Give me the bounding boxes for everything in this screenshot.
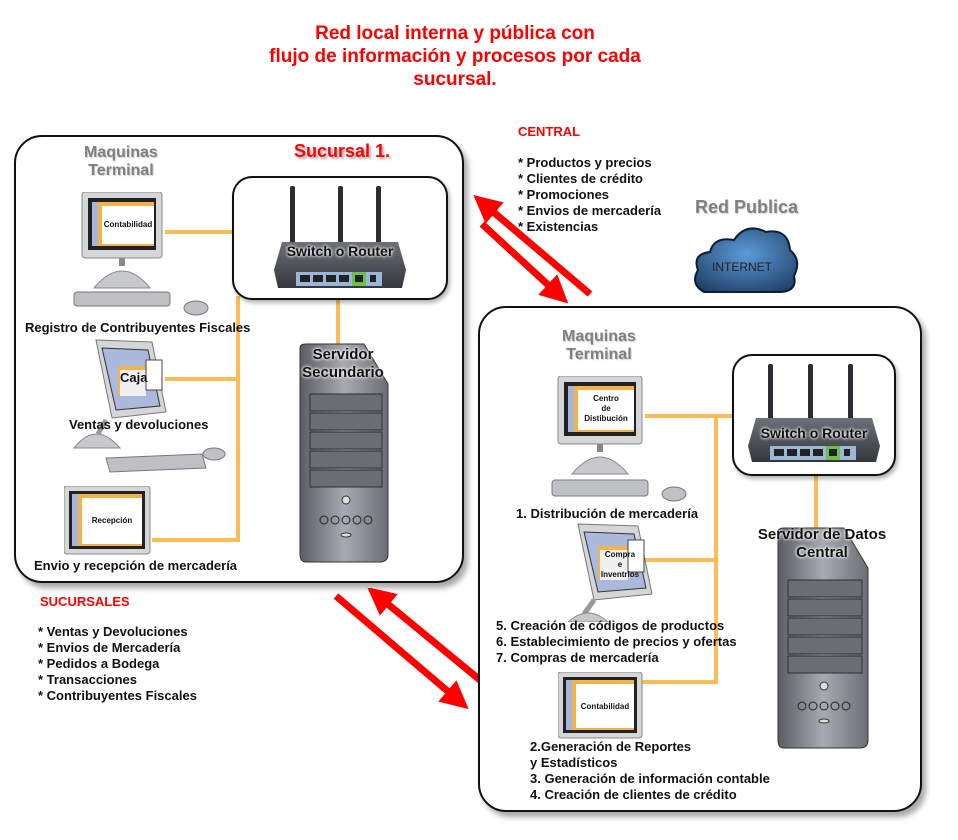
- screen-label: Contabilidad: [103, 220, 153, 229]
- flow-item: * Pedidos a Bodega: [38, 656, 160, 671]
- branch-title: Sucursal 1.: [294, 141, 391, 161]
- wire: [165, 230, 233, 234]
- central-terminal-contabilidad[interactable]: Contabilidad: [557, 671, 648, 742]
- arrow-to-branch: [473, 194, 593, 297]
- title-line-1: Red local interna y pública con: [315, 23, 595, 44]
- central-data-server[interactable]: Servidor de Datos Central: [758, 526, 886, 750]
- terminal-caption: 2.Generación de Reportes: [530, 739, 692, 754]
- terminal-caption: 7. Compras de mercadería: [496, 650, 659, 665]
- title-line-2: flujo de información y procesos por cada: [269, 46, 641, 67]
- secondary-server[interactable]: Servidor Secundario: [296, 342, 390, 564]
- heading-line: Terminal: [88, 162, 154, 179]
- central-terminal-compras[interactable]: Compra e Inventrios: [566, 522, 668, 623]
- server-tower-icon: [777, 527, 869, 749]
- central-flow-list: * Productos y precios * Clientes de créd…: [518, 155, 661, 235]
- label-line: Central: [796, 544, 848, 561]
- screen-label: Caja: [120, 370, 148, 385]
- branch-terminals-heading: Maquinas Terminal: [84, 144, 158, 180]
- central-router-box[interactable]: Switch o Router: [732, 354, 896, 476]
- desktop-computer-icon: [72, 339, 226, 473]
- screen-label: Compra e Inventrios: [598, 550, 642, 580]
- screen-label: Contabilidad: [580, 702, 630, 711]
- server-label: Servidor de Datos Central: [744, 526, 900, 562]
- heading-line: Maquinas: [84, 144, 158, 161]
- wire: [714, 414, 718, 684]
- flow-arrows-top: [473, 194, 593, 304]
- wire: [165, 377, 238, 381]
- central-flow-heading: CENTRAL: [518, 124, 581, 139]
- wire: [645, 558, 717, 562]
- heading-line: Terminal: [566, 346, 632, 363]
- router-icon: [274, 186, 406, 288]
- wire: [645, 414, 735, 418]
- terminal-caption: 1. Distribución de mercadería: [516, 506, 699, 521]
- branch-terminal-caja[interactable]: Caja: [62, 338, 232, 474]
- arrow-to-central: [333, 593, 469, 710]
- label-line: Servidor: [312, 346, 374, 363]
- cloud-label: INTERNET: [712, 260, 772, 274]
- terminal-caption: Ventas y devoluciones: [69, 417, 209, 432]
- flow-item: * Contribuyentes Fiscales: [38, 688, 197, 703]
- desktop-computer-icon: [551, 375, 687, 502]
- wire: [336, 296, 340, 346]
- wire: [236, 296, 240, 542]
- label-line: Servidor de Datos: [757, 526, 887, 543]
- arrow-to-branch: [367, 588, 483, 683]
- label-line: Secundario: [302, 364, 384, 381]
- title-line-3: sucursal.: [413, 69, 497, 90]
- router-label: Switch o Router: [760, 425, 868, 441]
- flow-item: * Promociones: [518, 187, 610, 202]
- wire: [152, 538, 240, 542]
- terminal-caption: 4. Creación de clientes de crédito: [530, 787, 737, 802]
- desktop-computer-icon: [566, 523, 653, 623]
- terminal-caption-list: 2.Generación de Reportes y Estadísticos …: [530, 739, 770, 803]
- flow-item: * Envios de Mercadería: [38, 640, 181, 655]
- flow-item: * Ventas y Devoluciones: [38, 624, 188, 639]
- terminal-caption: y Estadísticos: [530, 755, 618, 770]
- heading-line: Maquinas: [562, 328, 636, 345]
- cloud-icon: [694, 227, 799, 293]
- router-label: Switch o Router: [286, 243, 394, 259]
- screen-line: e: [617, 560, 623, 569]
- diagram-title: Red local interna y pública con flujo de…: [0, 22, 910, 91]
- terminal-caption: Registro de Contribuyentes Fiscales: [25, 320, 251, 335]
- flow-item: * Clientes de crédito: [518, 171, 643, 186]
- branch-terminal-recepcion[interactable]: Recepción: [63, 485, 154, 558]
- monitor-icon: [63, 485, 151, 555]
- router-icon: [748, 364, 880, 462]
- wire: [814, 474, 818, 530]
- terminal-caption: 5. Creación de códigos de productos: [496, 618, 725, 633]
- central-terminal-distribucion[interactable]: Centro de Distibución: [550, 375, 700, 504]
- server-tower-icon: [299, 343, 389, 563]
- screen-label: Recepción: [91, 516, 133, 525]
- public-network-heading: Red Publica: [695, 197, 799, 217]
- screen-line: Distibución: [584, 414, 628, 423]
- branches-flow-heading: SUCURSALES: [40, 594, 130, 609]
- terminal-caption: 3. Generación de información contable: [530, 771, 770, 786]
- monitor-icon: [557, 671, 643, 739]
- flow-arrows-bottom: [333, 588, 483, 710]
- server-label: Servidor Secundario: [286, 346, 400, 382]
- flow-item: * Transacciones: [38, 672, 137, 687]
- screen-line: Inventrios: [600, 570, 640, 579]
- wire: [642, 680, 718, 684]
- flow-item: * Productos y precios: [518, 155, 652, 170]
- flow-item: * Existencias: [518, 219, 599, 234]
- screen-line: Compra: [604, 550, 636, 559]
- screen-label: Centro de Distibución: [578, 394, 634, 424]
- central-terminals-heading: Maquinas Terminal: [562, 328, 636, 364]
- internet-cloud[interactable]: INTERNET: [690, 222, 802, 296]
- branches-flow-list: * Ventas y Devoluciones * Envios de Merc…: [38, 624, 197, 704]
- terminal-caption: Envio y recepción de mercadería: [34, 558, 238, 573]
- desktop-computer-icon: [73, 191, 209, 316]
- arrow-to-central: [479, 221, 569, 304]
- screen-line: Centro: [593, 394, 619, 403]
- screen-line: de: [601, 404, 611, 413]
- terminal-caption: 6. Establecimiento de precios y ofertas: [496, 634, 737, 649]
- branch-terminal-contabilidad[interactable]: Contabilidad: [70, 191, 220, 318]
- branch-router-box[interactable]: Switch o Router: [232, 176, 448, 300]
- terminal-caption-list: 5. Creación de códigos de productos 6. E…: [496, 618, 737, 666]
- flow-item: * Envios de mercadería: [518, 203, 662, 218]
